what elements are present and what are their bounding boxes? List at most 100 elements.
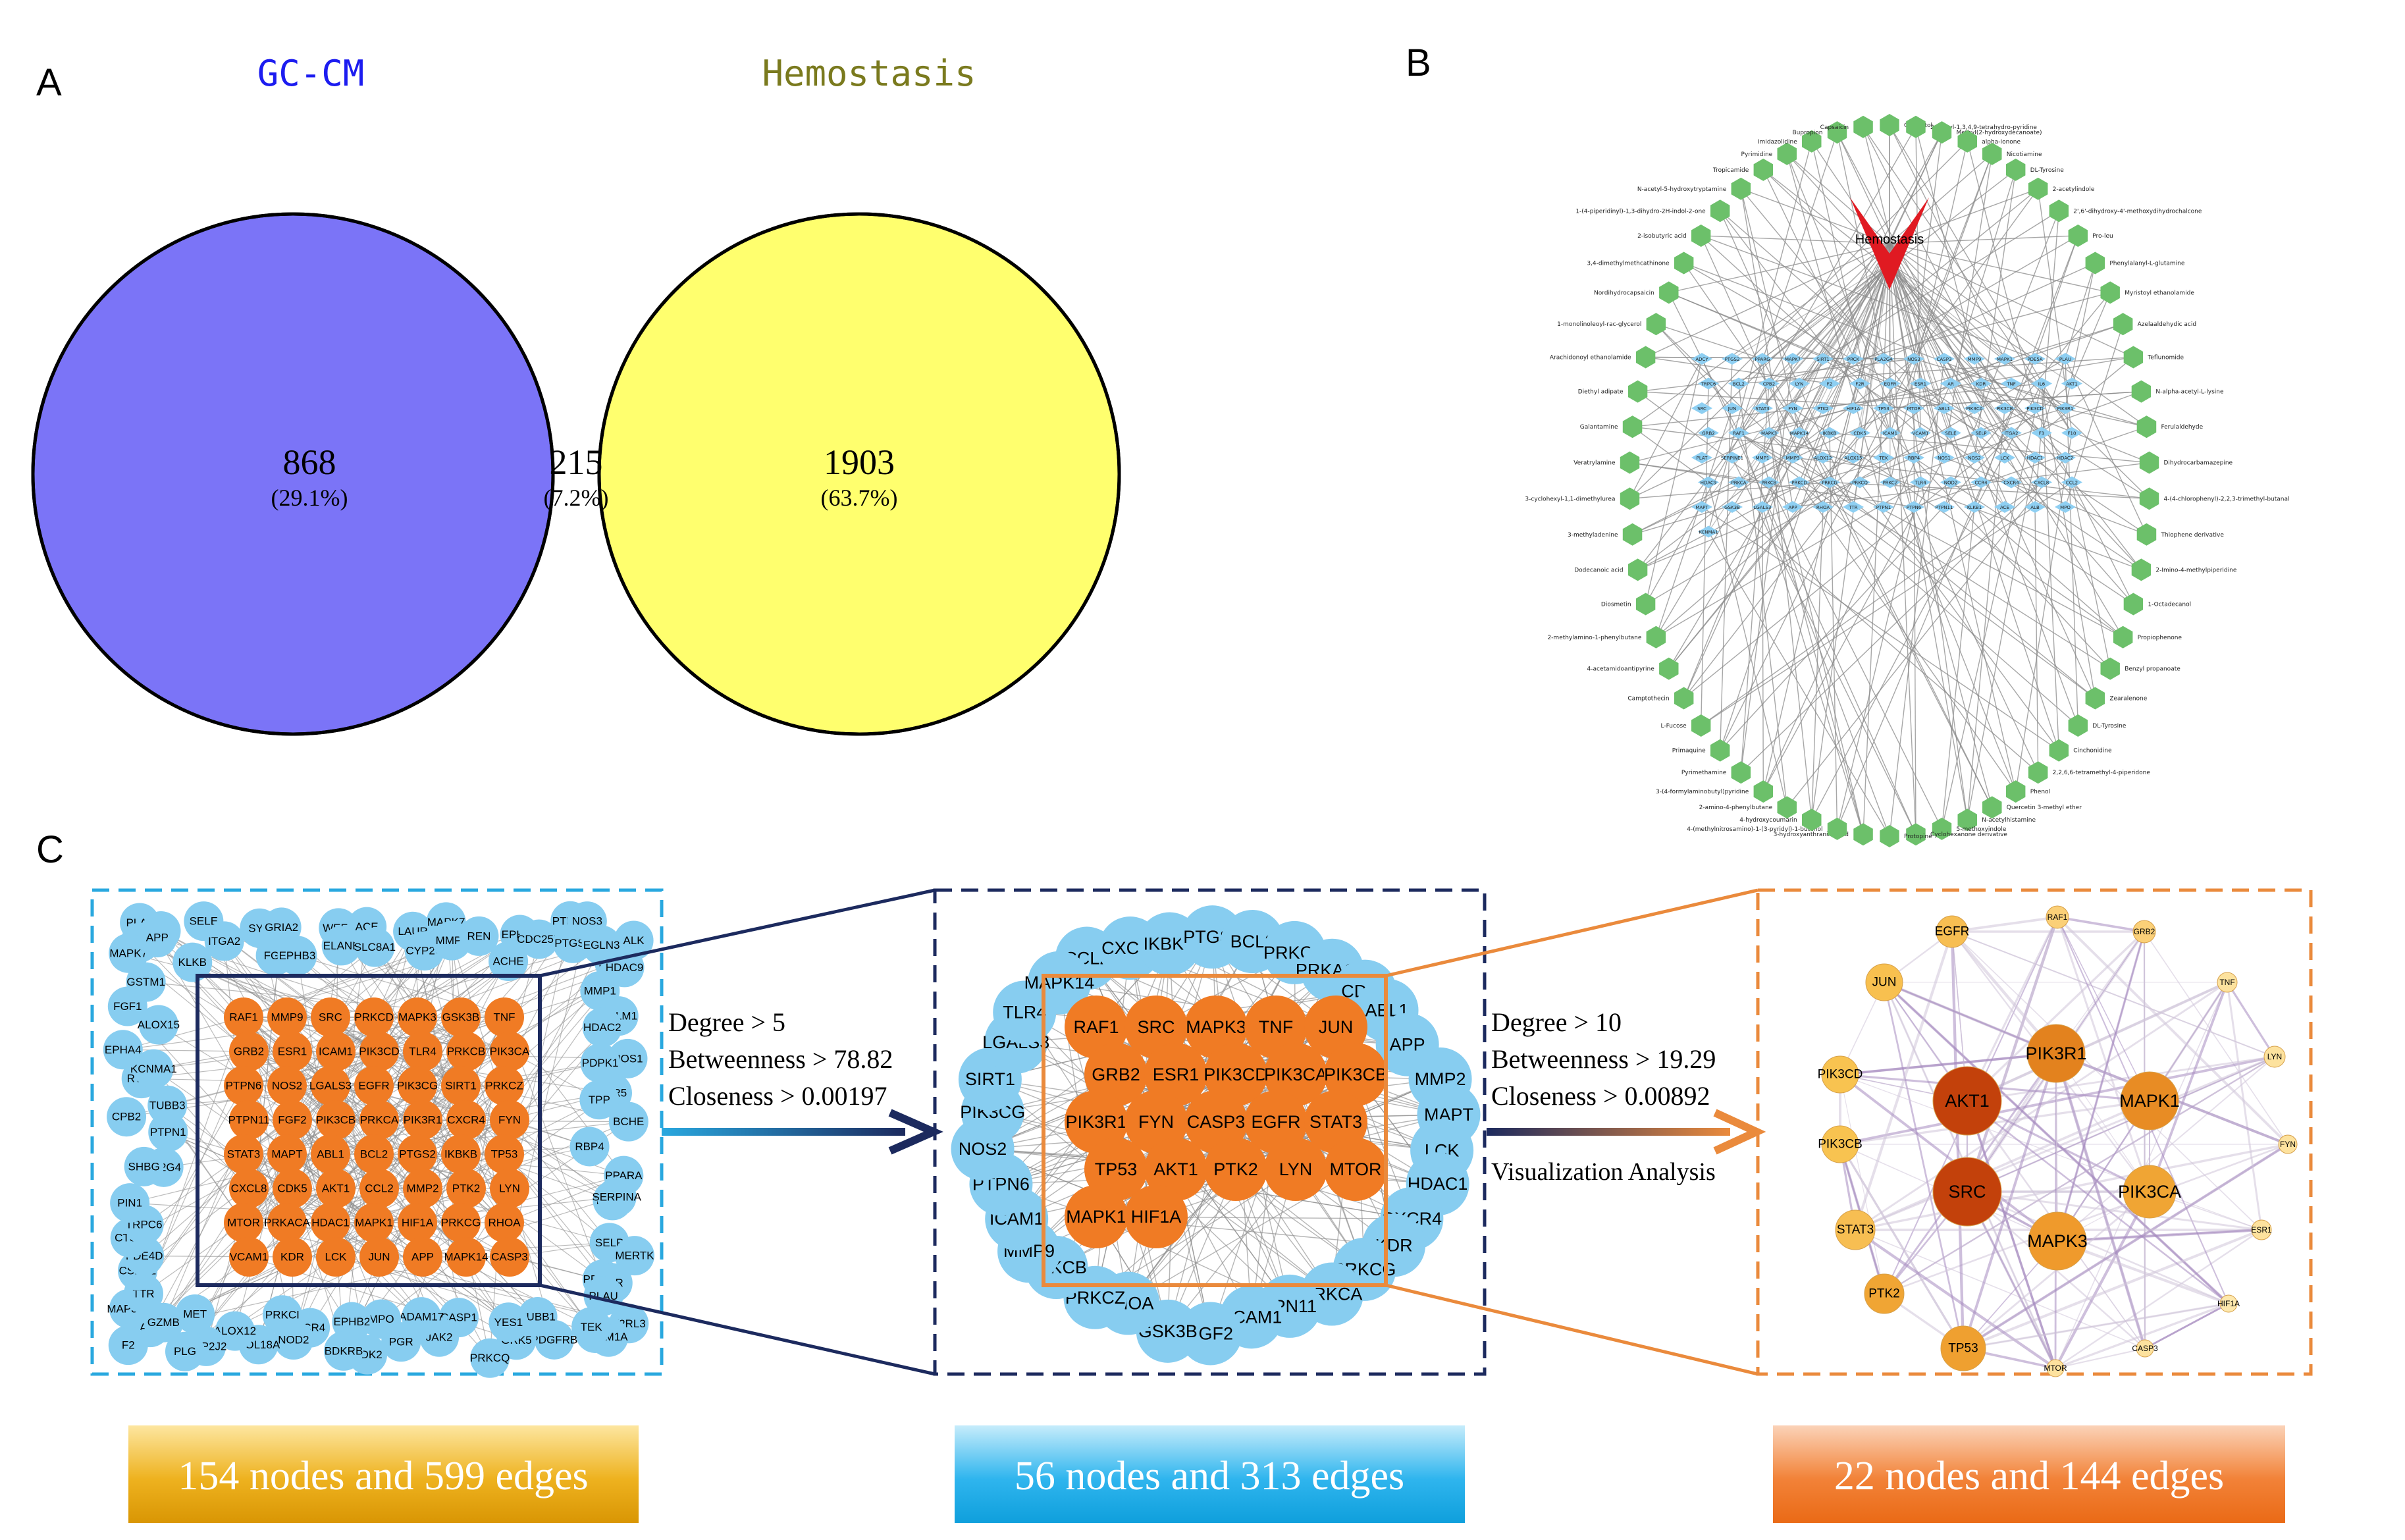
svg-text:MAPK1: MAPK1 <box>355 1217 393 1229</box>
svg-text:RHOA: RHOA <box>1816 505 1830 510</box>
target-node-tlr4: TLR4 <box>1910 476 1931 489</box>
target-node-lyn: LYN <box>1789 377 1810 390</box>
network-b-edge <box>1740 188 1800 433</box>
node-mapk1: MAPK1 <box>2119 1071 2180 1130</box>
network-b-edge <box>1762 169 2066 409</box>
node-src: SRC <box>1124 996 1188 1059</box>
node-serpina: SERPINA <box>592 1177 642 1217</box>
svg-text:MAPK3: MAPK3 <box>2027 1231 2088 1251</box>
svg-text:NOD2: NOD2 <box>1944 481 1958 486</box>
network-core-edge <box>1884 981 2057 1055</box>
svg-text:SIRT1: SIRT1 <box>445 1080 477 1092</box>
node-gzmb: GZMB <box>144 1302 184 1342</box>
network-core-edge <box>2226 982 2276 1057</box>
target-node-serpine1: SERPINE1 <box>1721 452 1743 464</box>
target-node-src: SRC <box>1691 402 1712 414</box>
node-pik3ca: PIK3CA <box>490 1032 530 1071</box>
svg-text:HIF1A: HIF1A <box>402 1217 434 1229</box>
svg-text:Protopine: Protopine <box>1904 834 1932 840</box>
target-node-kcnma1: KCNMA1 <box>1698 525 1719 538</box>
svg-text:NOS1: NOS1 <box>1938 456 1951 461</box>
svg-text:2-isobutyric acid: 2-isobutyric acid <box>1637 233 1687 240</box>
svg-text:TNF: TNF <box>2219 978 2234 987</box>
svg-text:TPP: TPP <box>589 1094 610 1106</box>
node-grb2: GRB2 <box>1084 1043 1148 1106</box>
svg-text:F10: F10 <box>2068 431 2076 437</box>
svg-text:MAPK14: MAPK14 <box>444 1251 488 1263</box>
node-mtor: MTOR <box>224 1203 263 1242</box>
venn-overlap-count: 215 <box>550 442 603 482</box>
svg-text:SERPINE1: SERPINE1 <box>1721 456 1743 461</box>
zoom-line-1-top <box>539 888 936 978</box>
svg-text:GSK3B: GSK3B <box>442 1011 480 1024</box>
compound-node-imidazolidine: Imidazolidine <box>1758 130 1822 153</box>
node-mtor: MTOR <box>1324 1138 1387 1201</box>
arrow-2-head <box>1713 1109 1766 1155</box>
network-full-edge <box>243 1222 629 1324</box>
svg-text:MET: MET <box>183 1308 207 1320</box>
svg-text:SIRT1: SIRT1 <box>1816 357 1830 362</box>
svg-text:PIK3CD: PIK3CD <box>2026 406 2044 412</box>
svg-text:PTK2: PTK2 <box>1213 1159 1258 1179</box>
node-tnf: TNF <box>2217 972 2238 993</box>
target-node-ace: ACE <box>1994 501 2015 513</box>
network-core-edge <box>2057 916 2150 1102</box>
svg-text:HDAC1: HDAC1 <box>2027 456 2044 461</box>
network-b-edge <box>1913 506 2039 773</box>
svg-text:FGF1: FGF1 <box>113 1000 142 1013</box>
compound-node-azelaaldehydic-acid: Azelaaldehydic acid <box>2113 313 2196 336</box>
compound-node-2-acetylindole: 2-acetylindole <box>2028 177 2095 200</box>
svg-text:JUN: JUN <box>368 1251 390 1263</box>
target-node-il6: IL6 <box>2031 377 2052 390</box>
svg-text:Diosmetin: Diosmetin <box>1601 602 1631 608</box>
svg-text:ACHE: ACHE <box>492 955 523 967</box>
network-b-edge <box>2015 433 2073 792</box>
network-core-edge <box>1951 931 2262 1231</box>
network-core-edge <box>1883 982 1965 1349</box>
svg-text:PTPN1: PTPN1 <box>1876 505 1891 510</box>
target-node-bcl2: BCL2 <box>1728 377 1749 390</box>
svg-text:STAT3: STAT3 <box>1309 1112 1362 1132</box>
svg-text:MMP1: MMP1 <box>1756 456 1770 461</box>
target-node-mapk1: MAPK1 <box>1994 353 2015 365</box>
svg-text:ALOX12: ALOX12 <box>1814 456 1832 461</box>
compound-node-1-octadecanol: 1-Octadecanol <box>2123 593 2191 616</box>
svg-text:F2R: F2R <box>1855 382 1864 387</box>
target-node-klkb1: KLKB1 <box>1964 501 1985 513</box>
svg-text:PTPN6: PTPN6 <box>1907 505 1922 510</box>
svg-text:FYN: FYN <box>2280 1140 2296 1149</box>
svg-text:Pyrimidine: Pyrimidine <box>1741 151 1773 158</box>
svg-text:3-methyladenine: 3-methyladenine <box>1568 532 1618 539</box>
network-b-edge <box>1950 323 2123 385</box>
network-b-edge <box>1655 243 1890 638</box>
network-full-edge <box>243 1051 380 1155</box>
criteria-2-betweenness: Betweenness > 19.29 <box>1491 1044 1716 1074</box>
svg-text:ALOX12: ALOX12 <box>214 1325 256 1337</box>
panel-label-c: C <box>36 828 64 871</box>
node-fyn: FYN <box>2278 1134 2298 1154</box>
compound-node-pro-leu: Pro-leu <box>2068 225 2113 247</box>
svg-text:ESR1: ESR1 <box>1153 1065 1200 1084</box>
banner-core-text: 22 nodes and 144 edges <box>1834 1454 2224 1499</box>
compound-node-n-acetylhistamine: N-acetylhistamine <box>1957 809 2036 832</box>
network-b-edge <box>1645 383 1770 604</box>
network-b-edge <box>1720 210 1891 433</box>
svg-text:DL-Tyrosine: DL-Tyrosine <box>2092 723 2127 730</box>
svg-text:1-Octadecanol: 1-Octadecanol <box>2148 602 2191 608</box>
target-node-prkca: PRKCA <box>1728 476 1749 489</box>
target-node-f2r: F2R <box>1849 377 1870 390</box>
svg-text:NOS2: NOS2 <box>272 1080 302 1092</box>
svg-text:MAPK3: MAPK3 <box>1186 1017 1246 1037</box>
svg-text:PLAU: PLAU <box>2059 357 2071 362</box>
network-b-edge <box>1668 408 1884 670</box>
node-slc8a1: SLC8A1 <box>354 927 396 967</box>
svg-text:Arachidonoyl ethanolamide: Arachidonoyl ethanolamide <box>1550 354 1631 361</box>
svg-text:ALK: ALK <box>623 934 645 947</box>
criteria-1-degree: Degree > 5 <box>668 1007 785 1037</box>
svg-text:CXCL8: CXCL8 <box>2034 481 2049 486</box>
node-pik3cb: PIK3CB <box>1324 1043 1387 1106</box>
node-ccl2: CCL2 <box>359 1169 399 1208</box>
target-node-cdk5: CDK5 <box>1849 427 1870 439</box>
node-klkb: KLKB <box>172 942 213 982</box>
svg-text:PIK3CD: PIK3CD <box>1818 1068 1863 1082</box>
